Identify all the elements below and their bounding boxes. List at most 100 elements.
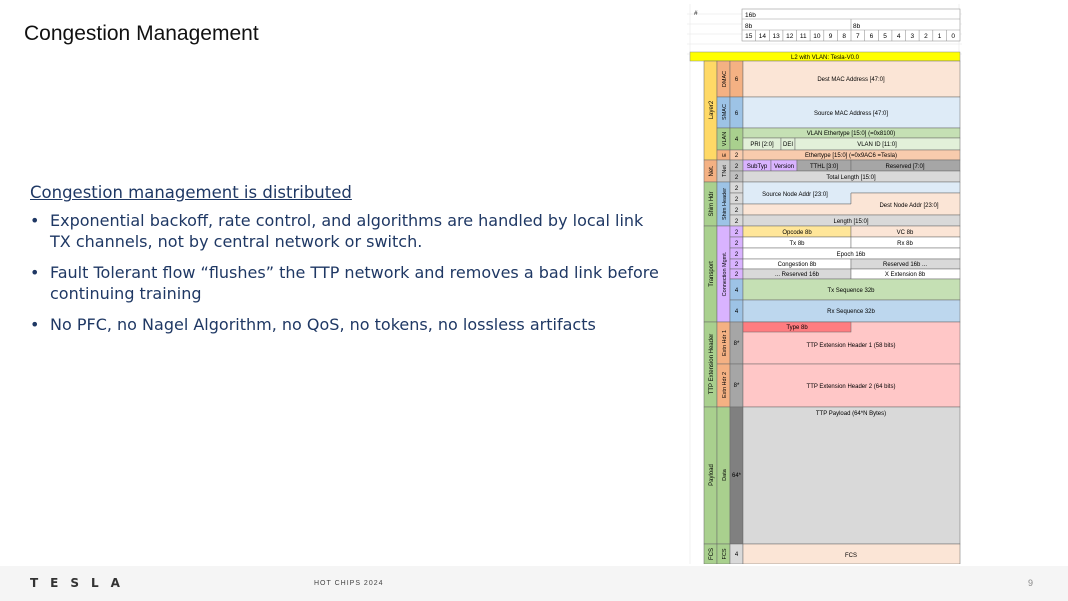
footer-bar — [0, 566, 1068, 601]
svg-text:2: 2 — [735, 230, 739, 236]
page-number: 9 — [1028, 578, 1034, 588]
svg-text:Shim Header: Shim Header — [722, 188, 728, 220]
svg-text:VC 8b: VC 8b — [897, 230, 914, 236]
list-item: •No PFC, no Nagel Algorithm, no QoS, no … — [30, 315, 596, 334]
svg-text:4: 4 — [897, 33, 901, 40]
svg-text:Version: Version — [774, 164, 794, 170]
svg-text:Reserved [7:0]: Reserved [7:0] — [885, 164, 924, 170]
bullet-icon: • — [30, 211, 40, 230]
svg-text:4: 4 — [735, 288, 739, 294]
svg-text:E: E — [722, 153, 728, 157]
svg-text:8: 8 — [842, 33, 846, 40]
field-payload — [742, 406, 961, 545]
svg-text:2: 2 — [924, 33, 928, 40]
svg-text:Rx Sequence 32b: Rx Sequence 32b — [827, 309, 875, 315]
byte-hi-label: 8b — [745, 23, 753, 30]
svg-text:2: 2 — [735, 272, 739, 278]
byte-lo-label: 8b — [853, 23, 861, 30]
svg-text:11: 11 — [800, 33, 807, 40]
svg-text:Dest MAC Address [47:0]: Dest MAC Address [47:0] — [817, 77, 885, 83]
svg-text:8*: 8* — [734, 341, 740, 347]
svg-text:1: 1 — [938, 33, 942, 40]
conference-label: HOT CHIPS 2024 — [314, 580, 384, 587]
subgroup-labels: DMAC SMAC VLAN E TNet Shim Header Connec… — [722, 71, 728, 560]
tesla-logo: TESLA — [30, 576, 132, 590]
svg-text:TTHL [3:0]: TTHL [3:0] — [810, 164, 838, 170]
list-item: •Exponential backoff, rate control, and … — [30, 211, 644, 251]
page-title: Congestion Management — [24, 22, 259, 45]
svg-text:Tx Sequence 32b: Tx Sequence 32b — [827, 288, 875, 294]
size-labels: 6 6 4 2 2 2 2 2 2 2 2 2 2 2 2 4 4 8* 8* … — [732, 77, 742, 558]
svg-text:FCS: FCS — [722, 548, 728, 559]
svg-text:Extn Hdr 2: Extn Hdr 2 — [722, 372, 728, 398]
svg-text:... Reserved 16b: ... Reserved 16b — [775, 272, 820, 278]
svg-text:6: 6 — [735, 77, 739, 83]
width-label: 16b — [745, 12, 756, 19]
section-heading: Congestion management is distributed — [30, 183, 352, 202]
svg-text:14: 14 — [759, 33, 767, 40]
svg-text:Reserved 16b ...: Reserved 16b ... — [883, 262, 927, 268]
slide-body: Congestion management is distributed •Ex… — [30, 183, 660, 345]
svg-text:Ethertype [15:0] (=0x9AC6 =Tes: Ethertype [15:0] (=0x9AC6 =Tesla) — [805, 153, 897, 159]
svg-text:Source MAC Address [47:0]: Source MAC Address [47:0] — [814, 111, 888, 117]
svg-text:4: 4 — [735, 552, 739, 558]
svg-text:Connection Mgmt.: Connection Mgmt. — [722, 251, 728, 296]
svg-text:2: 2 — [735, 186, 739, 192]
svg-text:Opcode 8b: Opcode 8b — [782, 230, 812, 236]
svg-text:Shim Hdr: Shim Hdr — [709, 191, 715, 216]
svg-text:VLAN ID [11:0]: VLAN ID [11:0] — [857, 142, 897, 148]
svg-text:2: 2 — [735, 175, 739, 181]
svg-text:64*: 64* — [732, 473, 742, 479]
svg-text:2: 2 — [735, 197, 739, 203]
bullet-icon: • — [30, 263, 40, 282]
field-labels: Dest MAC Address [47:0] Source MAC Addre… — [747, 77, 939, 559]
bullet-list: •Exponential backoff, rate control, and … — [30, 210, 660, 335]
svg-text:Transport: Transport — [709, 261, 715, 287]
svg-text:Net.: Net. — [709, 165, 715, 176]
svg-text:2: 2 — [735, 153, 739, 159]
field-ext-header-2 — [742, 363, 961, 408]
svg-text:6: 6 — [870, 33, 874, 40]
bullet-icon: • — [30, 315, 40, 334]
bit-header: # 16b 8b 8b 15 14 13 12 11 10 9 8 7 6 5 … — [694, 8, 961, 42]
svg-text:Dest Node Addr [23:0]: Dest Node Addr [23:0] — [879, 203, 938, 209]
packet-format-diagram: # 16b 8b 8b 15 14 13 12 11 10 9 8 7 6 5 … — [687, 4, 962, 564]
svg-text:Type 8b: Type 8b — [786, 325, 808, 331]
svg-text:Total Length [15:0]: Total Length [15:0] — [826, 175, 876, 181]
field-fcs — [742, 543, 961, 564]
svg-text:9: 9 — [829, 33, 833, 40]
svg-text:12: 12 — [786, 33, 794, 40]
svg-text:PRI [2:0]: PRI [2:0] — [750, 142, 774, 148]
svg-text:Congestion 8b: Congestion 8b — [778, 262, 817, 268]
svg-text:DMAC: DMAC — [722, 71, 728, 87]
svg-text:15: 15 — [745, 33, 753, 40]
svg-text:Epoch 16b: Epoch 16b — [837, 252, 866, 258]
svg-text:Payload: Payload — [709, 464, 715, 486]
svg-text:TNet: TNet — [722, 165, 728, 177]
svg-text:Rx 8b: Rx 8b — [897, 241, 913, 247]
svg-text:2: 2 — [735, 164, 739, 170]
svg-text:TTP Payload (64*N Bytes): TTP Payload (64*N Bytes) — [816, 411, 886, 417]
svg-text:2: 2 — [735, 252, 739, 258]
svg-text:2: 2 — [735, 219, 739, 225]
svg-text:3: 3 — [910, 33, 914, 40]
svg-text:Length [15:0]: Length [15:0] — [833, 219, 868, 225]
field-type — [742, 321, 852, 333]
size-column — [729, 60, 744, 564]
list-item: •Fault Tolerant flow “flushes” the TTP n… — [30, 263, 659, 303]
svg-text:FCS: FCS — [845, 553, 857, 559]
svg-text:6: 6 — [735, 111, 739, 117]
svg-text:2: 2 — [735, 241, 739, 247]
svg-text:5: 5 — [883, 33, 887, 40]
svg-text:8*: 8* — [734, 383, 740, 389]
svg-text:Extn Hdr 1: Extn Hdr 1 — [722, 330, 728, 356]
svg-text:13: 13 — [772, 33, 780, 40]
svg-text:2: 2 — [735, 208, 739, 214]
svg-text:7: 7 — [856, 33, 860, 40]
svg-text:DEI: DEI — [783, 142, 793, 148]
svg-text:2: 2 — [735, 262, 739, 268]
svg-text:Tx 8b: Tx 8b — [789, 241, 805, 247]
svg-text:SubTyp: SubTyp — [747, 164, 768, 170]
svg-text:SMAC: SMAC — [722, 104, 728, 120]
svg-text:FCS: FCS — [709, 548, 715, 560]
